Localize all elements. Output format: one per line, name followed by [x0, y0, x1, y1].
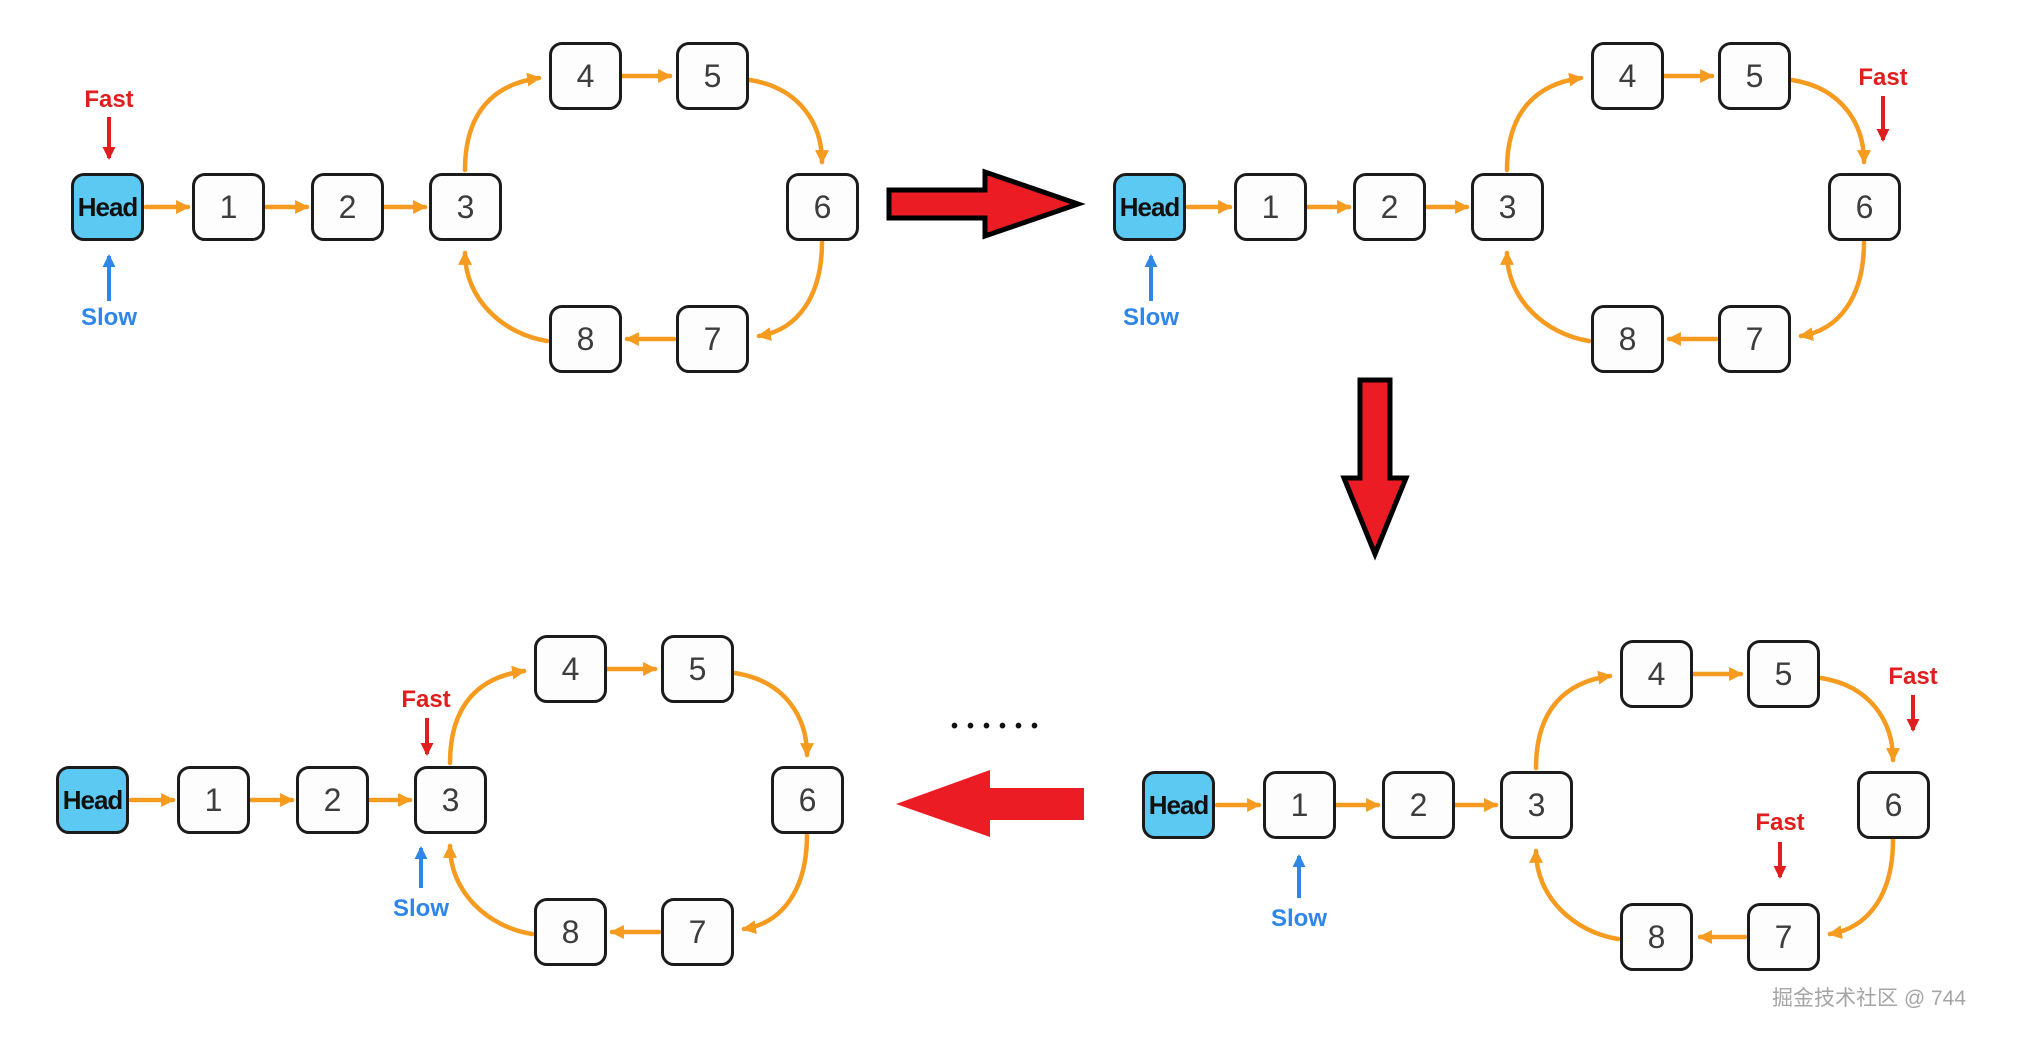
- tr-edge-6-7: [1798, 239, 1867, 342]
- br-orange-edges: [1214, 667, 1900, 944]
- br-fast-pointer-label-at-7: Fast: [1755, 809, 1805, 836]
- br-node-4: 4: [1620, 640, 1693, 708]
- big-down-arrow-icon: [1340, 377, 1410, 561]
- tr-slow-pointer-label: Slow: [1122, 304, 1180, 331]
- br-node-1: 1: [1263, 771, 1336, 839]
- bl-node-7: 7: [661, 898, 734, 966]
- ellipsis-dots: ••••••: [950, 715, 1048, 738]
- tl-edge-3-4: [462, 72, 542, 173]
- bl-node-2: 2: [296, 766, 369, 834]
- tr-edge-8-3: [1500, 250, 1592, 344]
- tr-node-6: 6: [1828, 173, 1901, 241]
- tl-fast-pointer-label: Fast: [84, 86, 134, 113]
- big-left-arrow-icon: [896, 770, 1084, 837]
- bl-node-4: 4: [534, 635, 607, 703]
- tr-edge-5-6: [1789, 77, 1871, 165]
- bl-head-node: Head: [56, 766, 129, 834]
- br-head-node: Head: [1142, 771, 1215, 839]
- br-node-8: 8: [1620, 903, 1693, 971]
- tl-slow-pointer-label: Slow: [80, 304, 138, 331]
- bl-edge-6-7: [741, 832, 810, 935]
- tr-node-8: 8: [1591, 305, 1664, 373]
- bl-edge-5-6: [732, 670, 814, 758]
- tl-node-5: 5: [676, 42, 749, 110]
- br-slow-pointer-label: Slow: [1270, 905, 1328, 932]
- br-edge-3-4: [1533, 670, 1613, 771]
- br-node-2: 2: [1382, 771, 1455, 839]
- tr-fast-pointer-label: Fast: [1858, 64, 1908, 91]
- tl-node-7: 7: [676, 305, 749, 373]
- br-edge-8-3: [1529, 848, 1621, 942]
- tl-head-node: Head: [71, 173, 144, 241]
- bl-orange-edges: [128, 662, 814, 939]
- tr-node-4: 4: [1591, 42, 1664, 110]
- br-node-6: 6: [1857, 771, 1930, 839]
- bl-slow-pointer-label: Slow: [392, 895, 450, 922]
- bl-node-8: 8: [534, 898, 607, 966]
- br-edge-6-7: [1827, 837, 1896, 940]
- br-edge-5-6: [1818, 675, 1900, 763]
- br-node-3: 3: [1500, 771, 1573, 839]
- watermark-text: 掘金技术社区 @ 744: [1772, 987, 1967, 1010]
- bl-node-6: 6: [771, 766, 844, 834]
- tl-edge-6-7: [756, 239, 825, 342]
- tl-node-6: 6: [786, 173, 859, 241]
- tl-edge-5-6: [747, 77, 829, 165]
- tl-node-8: 8: [549, 305, 622, 373]
- bl-node-3: 3: [414, 766, 487, 834]
- tr-orange-edges: [1185, 69, 1871, 346]
- br-fast-pointer-label-at-6: Fast: [1888, 663, 1938, 690]
- tl-orange-edges: [143, 69, 829, 346]
- tl-node-1: 1: [192, 173, 265, 241]
- br-node-5: 5: [1747, 640, 1820, 708]
- tr-node-1: 1: [1234, 173, 1307, 241]
- tr-node-3: 3: [1471, 173, 1544, 241]
- tl-node-4: 4: [549, 42, 622, 110]
- tr-node-2: 2: [1353, 173, 1426, 241]
- br-node-7: 7: [1747, 903, 1820, 971]
- tr-node-5: 5: [1718, 42, 1791, 110]
- tr-head-node: Head: [1113, 173, 1186, 241]
- bl-node-1: 1: [177, 766, 250, 834]
- bl-node-5: 5: [661, 635, 734, 703]
- bl-edge-3-4: [447, 665, 527, 766]
- tr-node-7: 7: [1718, 305, 1791, 373]
- tl-edge-8-3: [458, 250, 550, 344]
- bl-fast-pointer-label: Fast: [401, 686, 451, 713]
- big-right-arrow-icon: [886, 168, 1086, 240]
- bl-edge-8-3: [443, 843, 535, 937]
- tl-node-3: 3: [429, 173, 502, 241]
- tl-node-2: 2: [311, 173, 384, 241]
- tr-edge-3-4: [1504, 72, 1584, 173]
